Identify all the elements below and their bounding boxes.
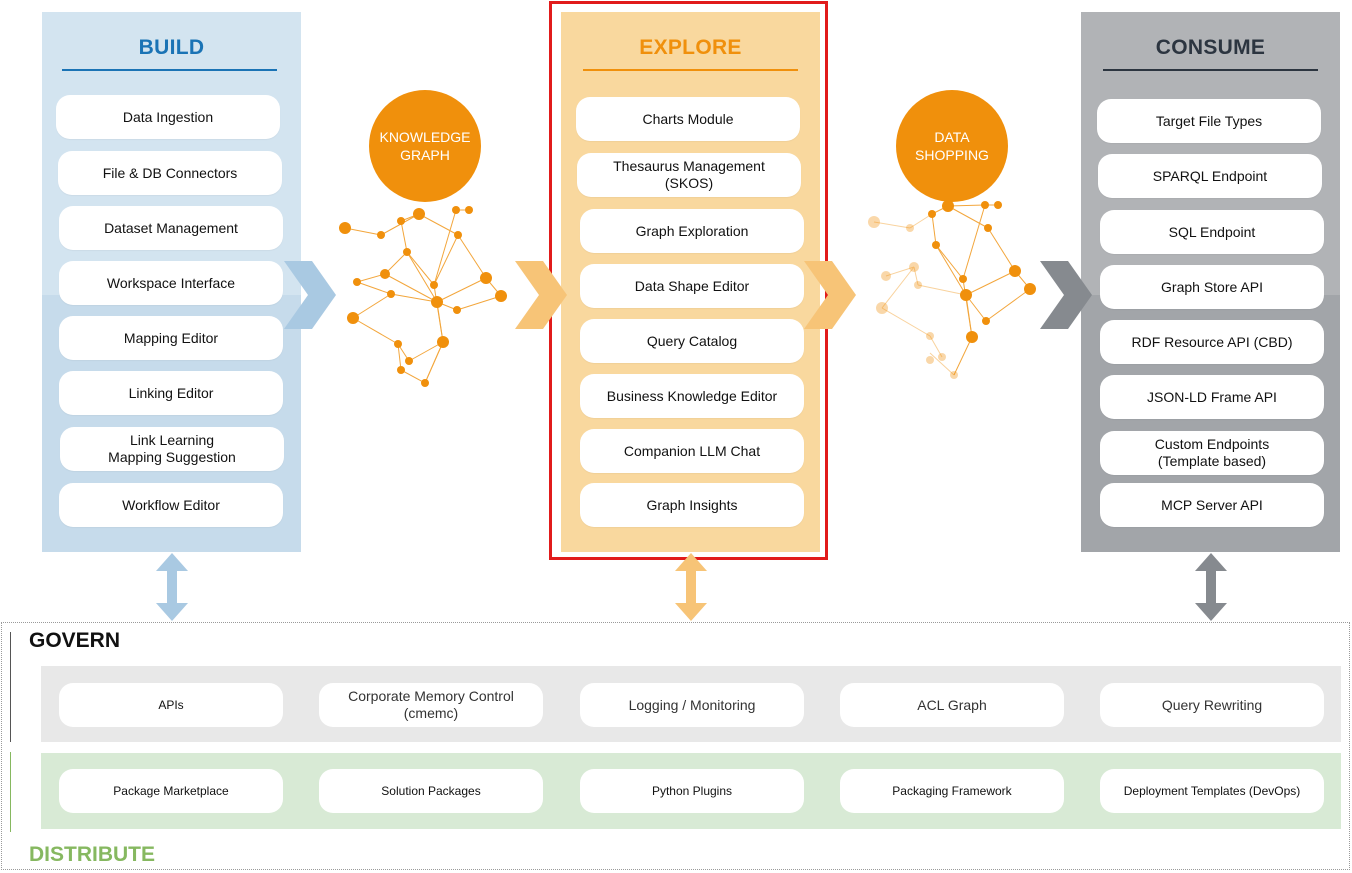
govern-item: ACL Graph [840,683,1064,727]
explore-title-underline [583,69,798,71]
govern-title: GOVERN [29,629,121,652]
govern-item: APIs [59,683,283,727]
consume-govern-double-arrow-icon [1195,553,1227,621]
distribute-item: Solution Packages [319,769,543,813]
consume-item: SPARQL Endpoint [1098,154,1322,198]
consume-item: Target File Types [1097,99,1321,143]
explore-item: Graph Insights [580,483,804,527]
explore-item: Query Catalog [580,319,804,363]
data-shopping-network-icon [868,200,1036,379]
explore-to-ds-chevron-icon [804,261,856,329]
build-item: Data Ingestion [56,95,280,139]
build-item: Linking Editor [59,371,283,415]
distribute-item: Python Plugins [580,769,804,813]
build-item: Workflow Editor [59,483,283,527]
consume-title: CONSUME [1155,36,1266,59]
explore-item: Companion LLM Chat [580,429,804,473]
explore-item: Charts Module [576,97,800,141]
distribute-item: Package Marketplace [59,769,283,813]
explore-govern-double-arrow-icon [675,553,707,621]
consume-item: Custom Endpoints (Template based) [1100,431,1324,475]
explore-item: Business Knowledge Editor [580,374,804,418]
consume-item: SQL Endpoint [1100,210,1324,254]
build-title: BUILD [138,36,205,59]
kg-to-explore-chevron-icon [515,261,567,329]
knowledge-graph-circle: KNOWLEDGE GRAPH [369,90,481,202]
govern-side-line [10,632,11,742]
explore-title: EXPLORE [639,36,742,59]
consume-item: JSON-LD Frame API [1100,375,1324,419]
consume-title-underline [1103,69,1318,71]
build-item: File & DB Connectors [58,151,282,195]
explore-item: Data Shape Editor [580,264,804,308]
consume-item: RDF Resource API (CBD) [1100,320,1324,364]
build-item: Dataset Management [59,206,283,250]
govern-item: Logging / Monitoring [580,683,804,727]
distribute-side-line [10,752,11,832]
build-item: Link Learning Mapping Suggestion [60,427,284,471]
distribute-item: Packaging Framework [840,769,1064,813]
build-title-underline [62,69,277,71]
build-to-kg-chevron-icon [284,261,336,329]
ds-to-consume-chevron-icon [1040,261,1092,329]
govern-distribute-frame [1,622,1350,870]
explore-item: Graph Exploration [580,209,804,253]
build-item: Mapping Editor [59,316,283,360]
consume-item: Graph Store API [1100,265,1324,309]
explore-item: Thesaurus Management (SKOS) [577,153,801,197]
consume-item: MCP Server API [1100,483,1324,527]
knowledge-graph-network-icon [339,206,507,387]
govern-item: Corporate Memory Control (cmemc) [319,683,543,727]
govern-item: Query Rewriting [1100,683,1324,727]
build-govern-double-arrow-icon [156,553,188,621]
distribute-title: DISTRIBUTE [29,843,155,866]
distribute-item: Deployment Templates (DevOps) [1100,769,1324,813]
build-item: Workspace Interface [59,261,283,305]
data-shopping-circle: DATA SHOPPING [896,90,1008,202]
